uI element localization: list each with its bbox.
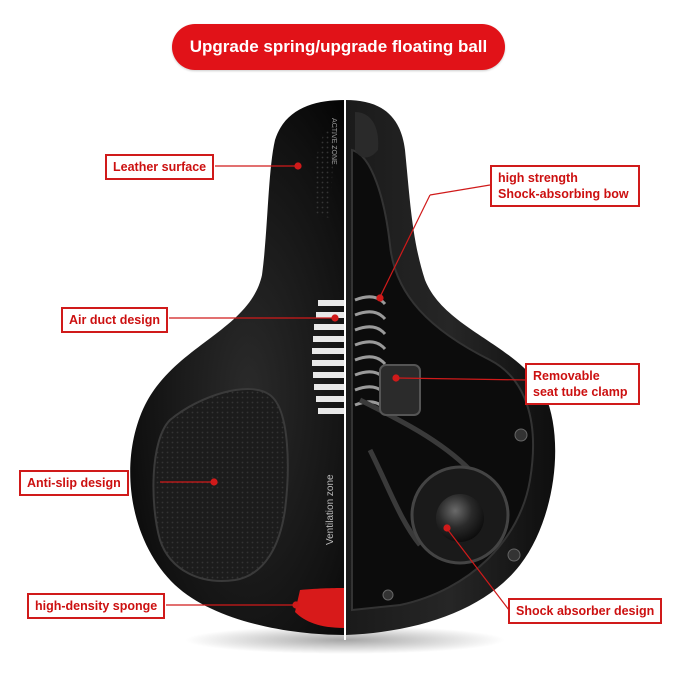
high-strength-line-1: high strength — [498, 171, 578, 185]
air-duct-label: Air duct design — [61, 307, 168, 333]
shock-absorber-label: Shock absorber design — [508, 598, 663, 624]
spring-icon — [354, 295, 387, 411]
removable-line-2: seat tube clamp — [533, 385, 628, 399]
ventilation-grille — [312, 300, 344, 414]
leader-lines — [160, 162, 528, 611]
leather-surface-label: Leather surface — [105, 154, 215, 180]
saddle-right-half — [346, 100, 556, 635]
removable-clamp-label: Removable seat tube clamp — [525, 363, 640, 405]
upgrade-banner: Upgrade spring/upgrade floating ball — [172, 24, 505, 70]
high-strength-label: high strength Shock-absorbing bow — [490, 165, 640, 207]
ventilation-zone-print: Ventilation zone — [325, 474, 336, 545]
anti-slip-label: Anti-slip design — [19, 470, 129, 496]
high-strength-line-2: Shock-absorbing bow — [498, 187, 629, 201]
saddle-left-half: Ventilation zone ACTIVE ZONE — [130, 100, 344, 635]
high-density-sponge-label: high-density sponge — [27, 593, 166, 619]
removable-line-1: Removable — [533, 369, 600, 383]
brand-print: ACTIVE ZONE — [330, 118, 337, 165]
